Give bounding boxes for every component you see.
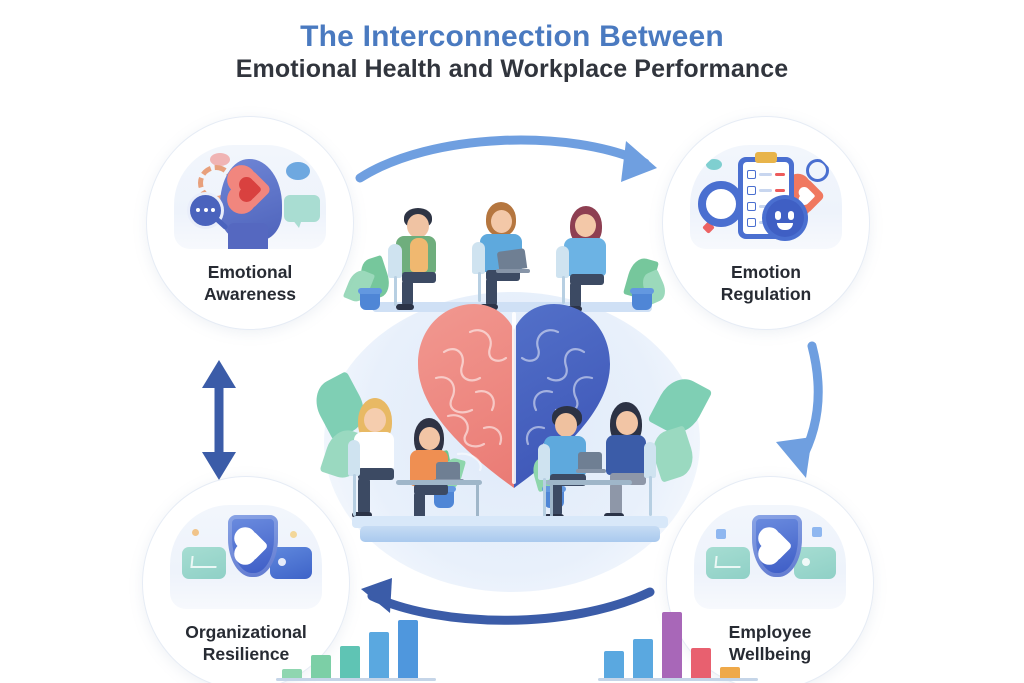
desk-leg-bottom-right — [550, 484, 553, 526]
head-neck — [228, 223, 268, 249]
smiley-face-icon — [766, 199, 804, 237]
chart-bar — [398, 620, 418, 678]
node-label-emotional-awareness: Emotional Awareness — [160, 261, 340, 306]
node-emotion-regulation[interactable]: Emotion Regulation — [662, 116, 870, 330]
chart-bar — [282, 669, 302, 678]
chart-bar — [340, 646, 360, 678]
desk-bottom-right — [546, 480, 632, 485]
person-bottom-3 — [538, 406, 610, 530]
label-line-1: Organizational — [185, 622, 307, 642]
label-line-2: Resilience — [202, 644, 290, 665]
heart-center-seam — [512, 312, 516, 484]
node-label-emotion-regulation: Emotion Regulation — [676, 261, 856, 306]
heart-icon — [237, 530, 269, 562]
chart-bar — [691, 648, 711, 678]
shield-icon — [228, 515, 278, 577]
label-line-1: Employee — [728, 622, 812, 642]
envelope-icon — [270, 547, 312, 579]
bar-chart-left — [282, 620, 418, 678]
chart-bar — [720, 667, 740, 678]
label-line-1: Emotion — [731, 262, 801, 282]
heart-inner — [799, 188, 816, 204]
label-line-2: Wellbeing — [728, 644, 812, 665]
chart-bar — [604, 651, 624, 678]
desk-bottom-left — [396, 480, 482, 485]
heart-brain-illustration — [307, 180, 714, 600]
dot-icon — [290, 531, 297, 538]
arrow-left-bidirectional — [202, 360, 236, 480]
node-organizational-resilience[interactable]: Organizational Resilience — [142, 476, 350, 683]
square-icon — [716, 529, 726, 539]
person-top-1 — [388, 208, 458, 312]
title-line-2: Emotional Health and Workplace Performan… — [235, 54, 789, 83]
chart-bar — [633, 639, 653, 678]
person-bottom-2 — [402, 418, 472, 530]
bar-chart-right — [604, 612, 740, 678]
person-bottom-1 — [348, 398, 418, 528]
page-title: The Interconnection Between Emotional He… — [0, 20, 1024, 85]
bar-chart-right-baseline — [598, 678, 758, 681]
heart-inner — [240, 178, 263, 201]
envelope-icon — [706, 547, 750, 579]
label-line-1: Emotional — [207, 262, 293, 282]
person-bottom-4 — [598, 402, 668, 530]
arrow-top — [355, 135, 657, 183]
clipboard-clip — [755, 152, 777, 163]
envelope-icon — [182, 547, 226, 579]
label-line-2: Regulation — [720, 284, 812, 305]
bar-chart-left-baseline — [276, 678, 436, 681]
node-label-organizational-resilience: Organizational Resilience — [156, 621, 336, 666]
floor-surface — [360, 526, 660, 542]
title-line-1: The Interconnection Between — [300, 20, 724, 53]
employee-wellbeing-art — [694, 505, 846, 609]
emotional-awareness-art — [174, 145, 326, 249]
envelope-icon — [794, 547, 836, 579]
square-icon — [812, 527, 822, 537]
arrow-right — [776, 341, 823, 478]
blob-icon — [706, 159, 722, 170]
node-emotional-awareness[interactable]: Emotional Awareness — [146, 116, 354, 330]
shield-icon — [752, 515, 802, 577]
gear-icon — [698, 181, 744, 227]
blob-icon — [210, 153, 230, 166]
chat-bubble-icon — [284, 195, 320, 228]
node-label-employee-wellbeing: Employee Wellbeing — [680, 621, 860, 666]
dot-icon — [192, 529, 199, 536]
thought-bubble-icon — [286, 162, 310, 180]
top-desk-surface — [372, 302, 652, 312]
heart-icon — [761, 530, 793, 562]
chart-bar — [311, 655, 331, 678]
desk-leg-bottom-left — [476, 484, 479, 526]
emotion-regulation-art — [690, 145, 842, 249]
label-line-2: Awareness — [203, 284, 297, 305]
ring-icon — [806, 159, 829, 182]
organizational-resilience-art — [170, 505, 322, 609]
chart-bar — [662, 612, 682, 678]
floor-top-edge — [352, 516, 668, 528]
chart-bar — [369, 632, 389, 678]
